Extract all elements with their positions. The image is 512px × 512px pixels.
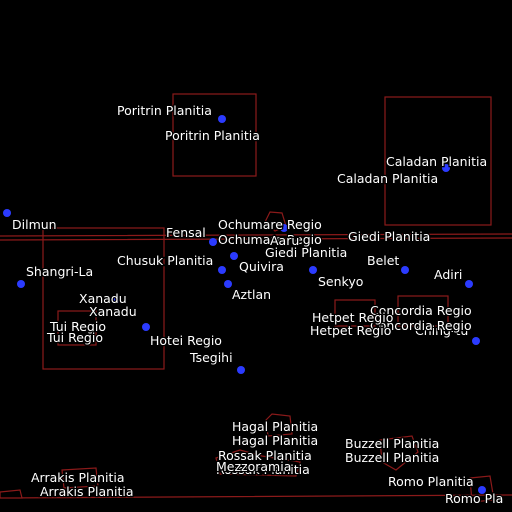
label-chusuk: Chusuk Planitia	[117, 253, 213, 268]
label-tui-1: Tui Regio	[49, 319, 106, 334]
label-xanadu-1: Xanadu	[79, 291, 127, 306]
label-aaru: Aaru	[270, 233, 299, 248]
label-romo-2: Romo Pla	[445, 491, 503, 506]
label-ochumare-2: Ochumare Regio	[218, 232, 322, 247]
marker-caladan[interactable]	[442, 164, 450, 172]
label-romo-1: Romo Planitia	[388, 474, 474, 489]
label-concordia-1: Concordia Regio	[370, 303, 472, 318]
giedi-band-outline	[0, 233, 512, 241]
label-fensal: Fensal	[166, 225, 206, 240]
marker-tsegihi[interactable]	[237, 366, 245, 374]
buzzell-outline	[379, 435, 419, 471]
label-quivira: Quivira	[239, 259, 284, 274]
hetpet-outline	[334, 299, 376, 327]
marker-adiri[interactable]	[465, 280, 473, 288]
label-shangri-la: Shangri-La	[26, 264, 93, 279]
hagal-outline	[265, 413, 293, 437]
label-hotei: Hotei Regio	[150, 333, 222, 348]
label-rossak-2: Rossak Planitia	[216, 462, 310, 477]
label-rossak-1: Rossak Planitia	[218, 448, 312, 463]
label-mezzoramia: Mezzoramia	[216, 459, 291, 474]
label-hagal-1: Hagal Planitia	[232, 419, 318, 434]
marker-chusuk[interactable]	[218, 266, 226, 274]
tui-outline	[57, 310, 97, 346]
label-giedi-2: Giedi Planitia	[265, 245, 347, 260]
rossak-outline	[215, 449, 301, 477]
label-caladan-1: Caladan Planitia	[386, 154, 487, 169]
feature-labels: Poritrin Planitia Poritrin Planitia Cala…	[11, 102, 505, 508]
label-ching-tu: Ching-tu	[415, 323, 468, 338]
concordia-outline	[397, 295, 449, 327]
marker-ochumare[interactable]	[280, 224, 288, 232]
label-buzzell-1: Buzzell Planitia	[345, 436, 439, 451]
label-concordia-2: Concordia Regio	[370, 318, 472, 333]
label-poritrin-2: Poritrin Planitia	[165, 128, 260, 143]
label-tsegihi: Tsegihi	[189, 350, 233, 365]
poritrin-outline	[172, 93, 257, 177]
label-hetpet-2: Hetpet Regio	[310, 323, 391, 338]
region-outline-left	[42, 227, 165, 370]
label-hetpet-1: Hetpet Regio	[312, 310, 393, 325]
arrakis-outline	[61, 467, 99, 489]
marker-hotei[interactable]	[142, 323, 150, 331]
label-arrakis-1: Arrakis Planitia	[31, 470, 125, 485]
marker-senkyo[interactable]	[309, 266, 317, 274]
label-caladan-2: Caladan Planitia	[337, 171, 438, 186]
label-arrakis-2: Arrakis Planitia	[40, 484, 134, 499]
marker-ching-tu[interactable]	[472, 337, 480, 345]
feature-markers	[3, 115, 486, 494]
marker-dilmun[interactable]	[3, 209, 11, 217]
marker-quivira[interactable]	[230, 252, 238, 260]
ochumare-outline	[264, 211, 287, 232]
marker-xanadu[interactable]	[113, 295, 121, 303]
label-tui-2: Tui Regio	[46, 330, 103, 345]
marker-aztlan[interactable]	[224, 280, 232, 288]
romo-outline	[469, 475, 495, 503]
label-hagal-2: Hagal Planitia	[232, 433, 318, 448]
label-senkyo: Senkyo	[318, 274, 363, 289]
label-adiri: Adiri	[434, 267, 462, 282]
label-dilmun: Dilmun	[12, 217, 57, 232]
label-xanadu-2: Xanadu	[89, 304, 137, 319]
label-poritrin-1: Poritrin Planitia	[117, 103, 212, 118]
marker-poritrin[interactable]	[218, 115, 226, 123]
label-ochumare-1: Ochumare Regio	[218, 217, 322, 232]
south-band-outline	[0, 489, 512, 499]
caladan-outline	[384, 96, 492, 226]
marker-belet[interactable]	[401, 266, 409, 274]
marker-romo[interactable]	[478, 486, 486, 494]
label-belet: Belet	[367, 253, 399, 268]
region-outlines	[0, 93, 512, 503]
marker-shangri-la[interactable]	[17, 280, 25, 288]
label-aztlan: Aztlan	[232, 287, 271, 302]
marker-fensal[interactable]	[209, 238, 217, 246]
label-giedi-1: Giedi Planitia	[348, 229, 430, 244]
label-buzzell-2: Buzzell Planitia	[345, 450, 439, 465]
